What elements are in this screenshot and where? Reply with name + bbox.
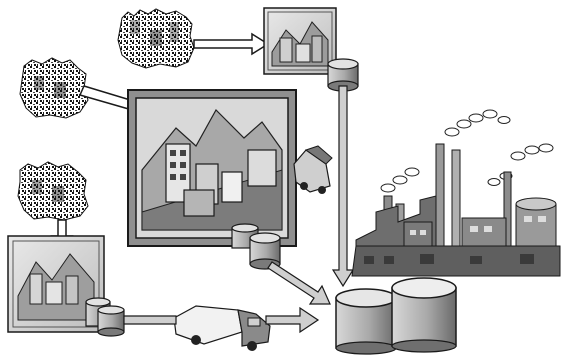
factory-complex-icon [351, 109, 561, 277]
city-cluster-icon [17, 161, 89, 221]
smoke-plumes [380, 109, 554, 193]
source-town-bottom [17, 161, 89, 221]
local-depot-top [263, 7, 337, 75]
arrow-tank-center-to-central [267, 261, 331, 305]
building-panel-icon [127, 89, 297, 247]
industrial-plant [351, 109, 561, 277]
arrow-tank-top-to-central [331, 85, 355, 288]
source-town-left [19, 57, 89, 119]
regional-depot-center [127, 89, 297, 247]
storage-tank-bottom-left [85, 297, 125, 337]
arrow-town-top-to-depot [193, 32, 270, 56]
city-cluster-icon [117, 8, 195, 69]
storage-tank-center [231, 223, 281, 270]
arrow-tank-bottom-left-to-truck [123, 315, 177, 325]
building-panel-icon [263, 7, 337, 75]
arrow-truck-to-central [265, 306, 320, 334]
large-storage-tanks-icon [335, 277, 457, 355]
storage-tank-icon [231, 223, 281, 270]
storage-tank-icon [85, 297, 125, 337]
central-storage [335, 277, 457, 355]
truck-center [293, 145, 333, 194]
source-town-top [117, 8, 195, 69]
delivery-truck-icon [293, 145, 333, 194]
storage-tank-icon [327, 58, 359, 92]
truck-bottom [173, 305, 271, 351]
delivery-truck-icon [173, 305, 271, 351]
storage-tank-top [327, 58, 359, 92]
city-cluster-icon [19, 57, 89, 119]
